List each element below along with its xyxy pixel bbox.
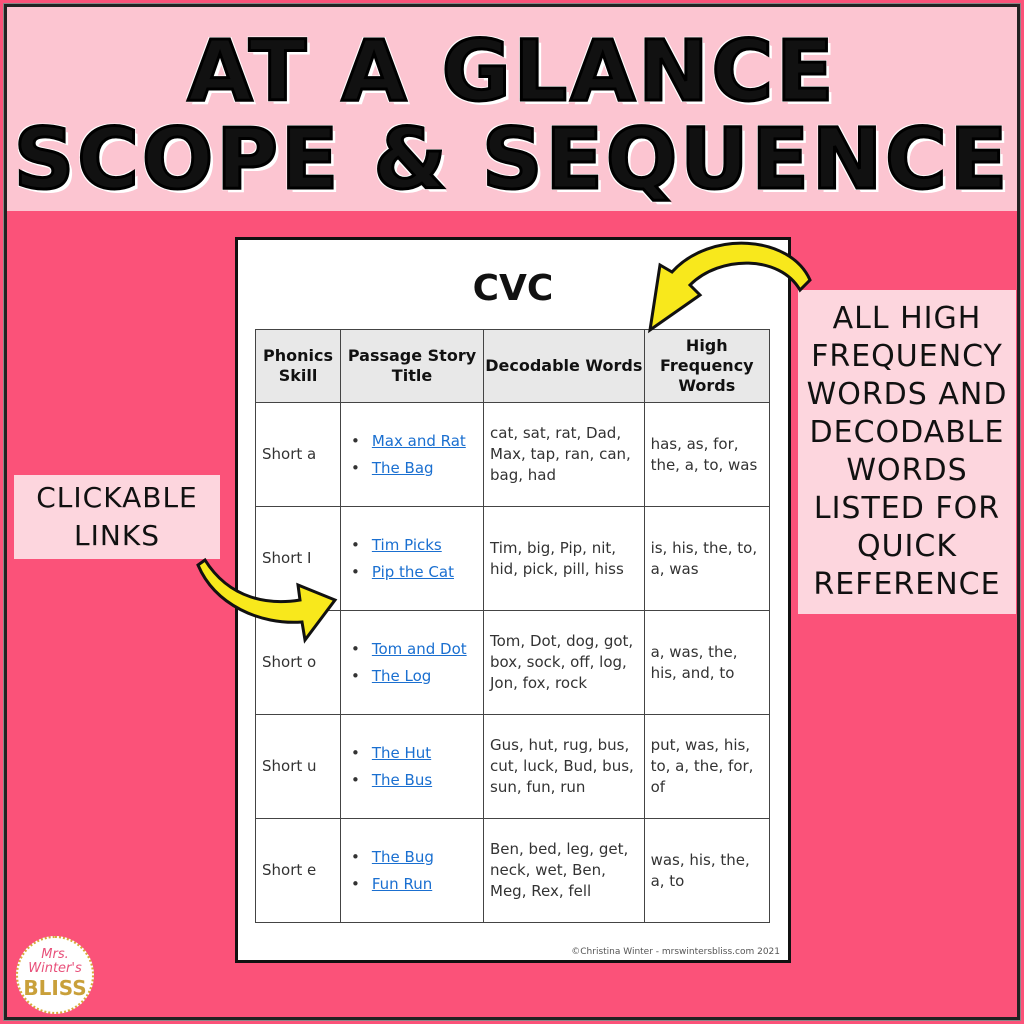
story-link[interactable]: Fun Run bbox=[371, 874, 433, 893]
story-titles: Tim PicksPip the Cat bbox=[340, 506, 484, 611]
story-titles: Tom and DotThe Log bbox=[340, 610, 484, 715]
image-frame bbox=[3, 3, 1021, 1021]
callout-right: ALL HIGH FREQUENCY WORDS AND DECODABLE W… bbox=[798, 290, 1016, 614]
list-item: Tim Picks bbox=[351, 535, 477, 556]
story-link[interactable]: The Hut bbox=[371, 743, 432, 762]
list-item: The Bug bbox=[351, 847, 477, 868]
logo-text: Mrs. Winter's bbox=[28, 947, 82, 976]
story-link[interactable]: The Bus bbox=[371, 770, 433, 789]
table-row: Short I Tim PicksPip the Cat Tim, big, P… bbox=[255, 506, 771, 611]
phonics-skill: Short o bbox=[255, 610, 341, 715]
high-frequency-words: is, his, the, to, a, was bbox=[643, 506, 771, 611]
scope-table: Phonics Skill Passage Story Title Decoda… bbox=[255, 329, 771, 923]
column-header: High Frequency Words bbox=[643, 329, 771, 403]
arrow-right-icon bbox=[647, 241, 812, 334]
list-item: Pip the Cat bbox=[351, 562, 477, 583]
story-titles: Max and RatThe Bag bbox=[340, 402, 484, 507]
high-frequency-words: a, was, the, his, and, to bbox=[643, 610, 771, 715]
story-titles: The BugFun Run bbox=[340, 818, 484, 923]
column-header: Passage Story Title bbox=[340, 329, 484, 403]
decodable-words: Tim, big, Pip, nit, hid, pick, pill, his… bbox=[483, 506, 645, 611]
logo-text: BLISS bbox=[23, 976, 87, 1000]
phonics-skill: Short u bbox=[255, 714, 341, 819]
list-item: Tom and Dot bbox=[351, 639, 477, 660]
document-title: CVC bbox=[472, 268, 554, 309]
phonics-skill: Short e bbox=[255, 818, 341, 923]
story-link[interactable]: The Bag bbox=[371, 458, 434, 477]
story-titles: The HutThe Bus bbox=[340, 714, 484, 819]
headline-line1: AT A GLANCE bbox=[186, 21, 837, 122]
column-header: Decodable Words bbox=[483, 329, 645, 403]
decodable-words: Ben, bed, leg, get, neck, wet, Ben, Meg,… bbox=[483, 818, 645, 923]
table-row: Short a Max and RatThe Bag cat, sat, rat… bbox=[255, 402, 771, 507]
high-frequency-words: was, his, the, a, to bbox=[643, 818, 771, 923]
list-item: The Bag bbox=[351, 458, 477, 479]
table-row: Short u The HutThe Bus Gus, hut, rug, bu… bbox=[255, 714, 771, 819]
table-row: Short e The BugFun Run Ben, bed, leg, ge… bbox=[255, 818, 771, 923]
story-link[interactable]: Max and Rat bbox=[371, 431, 466, 450]
header-band bbox=[7, 7, 1017, 211]
copyright: ©Christina Winter - mrswintersbliss.com … bbox=[571, 947, 780, 957]
column-header: Phonics Skill bbox=[255, 329, 341, 403]
story-link[interactable]: Tom and Dot bbox=[371, 639, 467, 658]
decodable-words: Gus, hut, rug, bus, cut, luck, Bud, bus,… bbox=[483, 714, 645, 819]
brand-logo: Mrs. Winter's BLISS bbox=[16, 936, 94, 1014]
list-item: The Hut bbox=[351, 743, 477, 764]
list-item: The Log bbox=[351, 666, 477, 687]
high-frequency-words: put, was, his, to, a, the, for, of bbox=[643, 714, 771, 819]
story-link[interactable]: Pip the Cat bbox=[371, 562, 454, 581]
callout-left: CLICKABLE LINKS bbox=[14, 475, 220, 559]
headline-line2: SCOPE & SEQUENCE bbox=[12, 109, 1011, 210]
document-page: CVC Phonics Skill Passage Story Title De… bbox=[235, 237, 791, 963]
list-item: Fun Run bbox=[351, 874, 477, 895]
story-link[interactable]: The Bug bbox=[371, 847, 434, 866]
arrow-left-icon bbox=[196, 557, 338, 644]
table-row: Short o Tom and DotThe Log Tom, Dot, dog… bbox=[255, 610, 771, 715]
list-item: Max and Rat bbox=[351, 431, 477, 452]
list-item: The Bus bbox=[351, 770, 477, 791]
story-link[interactable]: Tim Picks bbox=[371, 535, 442, 554]
story-link[interactable]: The Log bbox=[371, 666, 432, 685]
decodable-words: Tom, Dot, dog, got, box, sock, off, log,… bbox=[483, 610, 645, 715]
